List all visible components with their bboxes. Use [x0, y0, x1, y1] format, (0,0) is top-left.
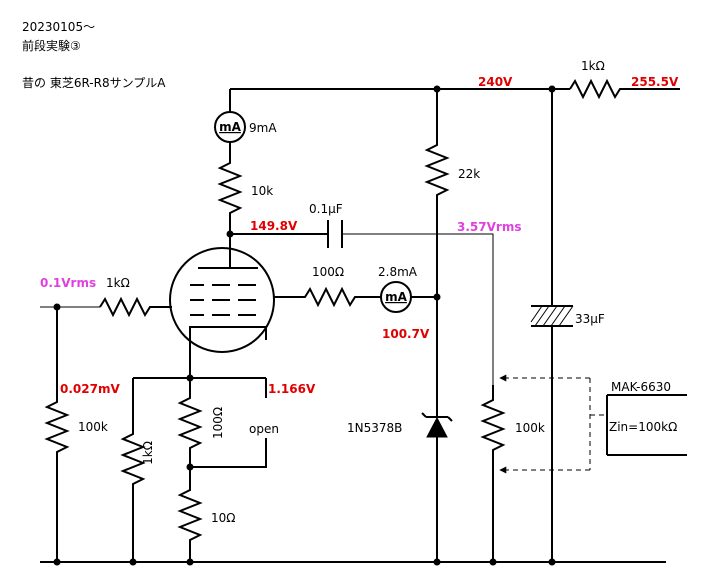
screen-dropping-resistor-22k — [424, 89, 450, 418]
analyzer-zin-label: Zin=100kΩ — [609, 420, 677, 434]
junction-dot — [53, 558, 61, 566]
cathode-resistor-1k — [120, 378, 146, 562]
cathode-voltage-label: 1.166V — [268, 382, 316, 396]
supply-resistor-label: 1kΩ — [581, 59, 605, 73]
plate-resistor-label: 10k — [251, 184, 273, 198]
input-vrms-label: 0.1Vrms — [40, 276, 96, 290]
supply-resistor-1k — [569, 78, 680, 100]
junction-dot — [129, 558, 137, 566]
plate-resistor-10k — [217, 142, 243, 234]
open-branch — [190, 378, 267, 468]
cathode-resistor-10 — [177, 467, 203, 562]
screen-resistor-label: 100Ω — [312, 265, 344, 279]
smoothing-capacitor — [530, 305, 574, 327]
meter-b-value: 2.8mA — [378, 265, 418, 279]
meter-b-symbol: mA — [385, 290, 408, 304]
capacitor-label: 0.1μF — [309, 202, 343, 216]
voltage-240-label: 240V — [478, 75, 513, 89]
voltage-255-label: 255.5V — [631, 75, 679, 89]
title-text: 前段実験③ — [22, 38, 81, 53]
grid-voltage-label: 0.027mV — [60, 382, 120, 396]
junction-dot — [186, 558, 194, 566]
meter-a-symbol: mA — [219, 120, 242, 134]
date-text: 20230105～ — [22, 20, 95, 34]
junction-dot — [433, 558, 441, 566]
cathode-10-label: 10Ω — [211, 511, 235, 525]
grid-resistor-1k — [99, 296, 172, 318]
analyzer-box — [606, 394, 687, 456]
grid-resistor-label: 1kΩ — [106, 276, 130, 290]
cathode-1k-label: 1kΩ — [141, 441, 155, 465]
signal-wire — [343, 233, 494, 385]
grid-leak-resistor-100k — [44, 307, 70, 562]
dropping-resistor-label: 22k — [458, 167, 480, 181]
meter-a-value: 9mA — [249, 121, 277, 135]
zener-diode — [421, 412, 453, 562]
grid-leak-label: 100k — [78, 420, 108, 434]
plate-voltage-label: 149.8V — [250, 219, 298, 233]
volume-resistor-label: 100k — [515, 421, 545, 435]
junction-dot — [548, 558, 556, 566]
output-vrms-label: 3.57Vrms — [457, 220, 521, 234]
cathode-resistor-100 — [177, 378, 203, 467]
zener-voltage-label: 100.7V — [382, 327, 430, 341]
zener-label: 1N5378B — [347, 421, 402, 435]
volume-resistor-100k — [480, 385, 506, 562]
junction-dot — [489, 558, 497, 566]
screen-resistor-100 — [274, 286, 381, 308]
smoothing-capacitor-label: 33μF — [575, 312, 605, 326]
cathode-100-label: 100Ω — [211, 407, 225, 439]
analyzer-label: MAK-6630 — [611, 380, 671, 394]
open-label: open — [249, 422, 279, 436]
subtitle-text: 昔の 東芝6R-R8サンプルA — [22, 75, 166, 90]
vacuum-tube — [169, 247, 275, 353]
